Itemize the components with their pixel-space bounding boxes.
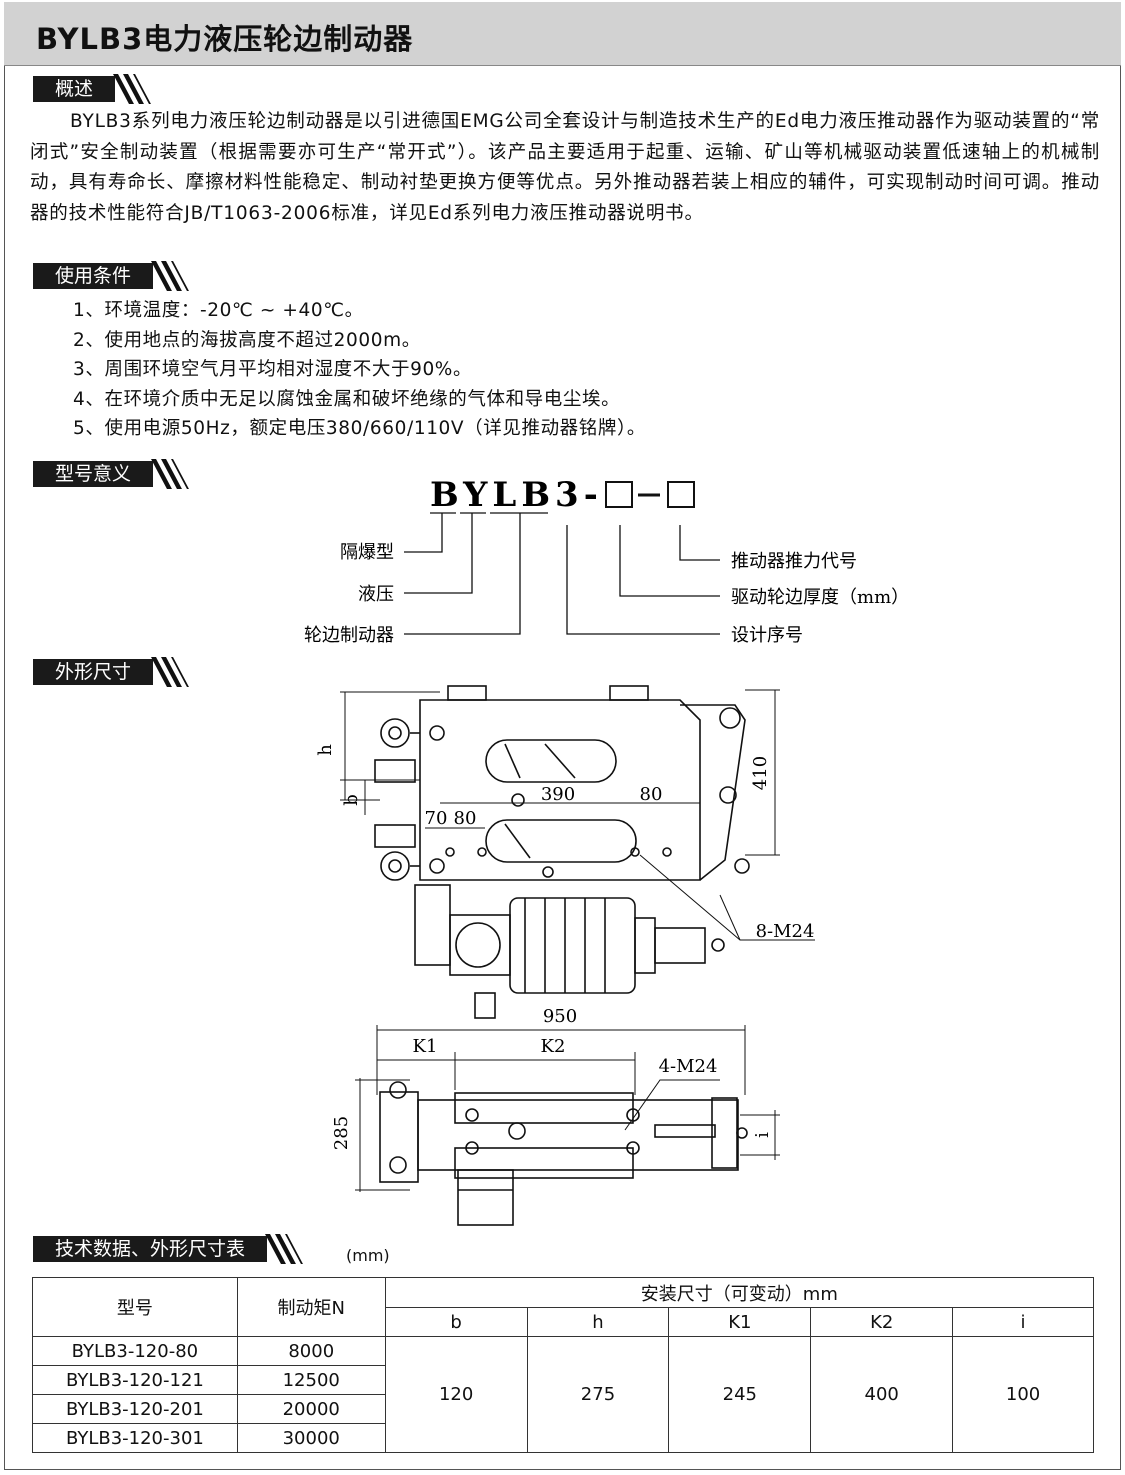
bolt-8-m24: 8-M24 <box>756 921 815 942</box>
section-tag-table: 技术数据、外形尺寸表 <box>33 1234 303 1264</box>
table-row: BYLB3-120-301 30000 <box>32 1423 1094 1453</box>
dim-80-left: 80 <box>454 808 477 829</box>
overview-text: BYLB3系列电力液压轮边制动器是以引进德国EMG公司全套设计与制造技术生产的E… <box>30 111 1100 224</box>
label-wheel-brake: 轮边制动器 <box>304 625 394 646</box>
table-row: BYLB3-120-80 8000 120 275 245 400 100 <box>32 1336 1094 1453</box>
dimension-drawing: h b 390 80 70 80 410 8-M24 950 K1 K2 4-M… <box>315 685 815 1226</box>
label-hydraulic: 液压 <box>358 584 394 605</box>
code-box-1 <box>605 481 633 508</box>
dim-k1: K1 <box>413 1036 438 1057</box>
cell-b: 120 <box>384 1336 528 1453</box>
cell-k1: 245 <box>668 1336 812 1453</box>
header-model: 型号 <box>32 1277 238 1337</box>
section-tag-overview: 概述 <box>33 74 151 104</box>
title-bar: BYLB3电力液压轮边制动器 <box>4 2 1121 66</box>
cell-model: BYLB3-120-201 <box>32 1394 238 1424</box>
slash-decoration <box>265 1234 303 1264</box>
slash-decoration <box>151 657 189 687</box>
spec-table: 型号 制动矩N 安装尺寸（可变动）mm b h K1 K2 i BYLB3-12… <box>32 1277 1095 1453</box>
list-item: 5、使用电源50Hz，额定电压380/660/110V（详见推动器铭牌）。 <box>73 418 646 439</box>
section-tag-dimensions: 外形尺寸 <box>33 657 189 687</box>
dim-950: 950 <box>543 1006 577 1027</box>
cell-model: BYLB3-120-121 <box>32 1365 238 1395</box>
code-box-2 <box>667 481 695 508</box>
model-code-diagram: BYLB3- 隔爆型 液压 轮边制动器 推动器推力代号 驱动轮边厚度（mm） 设… <box>304 475 909 646</box>
brake-top-view <box>379 1081 748 1226</box>
header-i: i <box>952 1307 1094 1337</box>
list-item: 2、使用地点的海拔高度不超过2000m。 <box>73 329 421 351</box>
slash-decoration <box>151 261 189 291</box>
header-k2: K2 <box>810 1307 954 1337</box>
unit-note: (mm) <box>346 1246 390 1265</box>
section-tag-label: 型号意义 <box>33 461 154 487</box>
table-row: BYLB3-120-121 12500 <box>32 1365 1094 1395</box>
list-item: 4、在环境介质中无足以腐蚀金属和破坏绝缘的气体和导电尘埃。 <box>73 388 621 410</box>
brake-front-view <box>374 685 750 1019</box>
dim-h: h <box>315 744 336 756</box>
list-item: 1、环境温度：-20℃ ~ +40℃。 <box>73 300 364 321</box>
header-b: b <box>384 1307 528 1337</box>
section-tag-model: 型号意义 <box>33 459 189 489</box>
front-view-dimension-lines <box>340 689 815 941</box>
label-thrust-code: 推动器推力代号 <box>731 551 857 572</box>
dim-80-top: 80 <box>640 784 663 805</box>
section-tag-label: 技术数据、外形尺寸表 <box>33 1236 268 1262</box>
table-row: BYLB3-120-201 20000 <box>32 1394 1094 1424</box>
dim-i: i <box>752 1132 773 1138</box>
cell-k2: 400 <box>810 1336 954 1453</box>
bolt-4-m24: 4-M24 <box>659 1056 718 1077</box>
page-title: BYLB3电力液压轮边制动器 <box>36 22 414 56</box>
cell-h: 275 <box>526 1336 670 1453</box>
cell-torque: 30000 <box>236 1423 386 1453</box>
cell-model: BYLB3-120-80 <box>32 1336 238 1366</box>
dim-410: 410 <box>750 756 771 790</box>
overview-paragraph: BYLB3系列电力液压轮边制动器是以引进德国EMG公司全套设计与制造技术生产的E… <box>30 107 1100 229</box>
header-h: h <box>526 1307 670 1337</box>
model-code: BYLB3- <box>430 475 603 515</box>
list-item: 3、周围环境空气月平均相对湿度不大于90%。 <box>73 359 473 380</box>
label-wheel-thickness: 驱动轮边厚度（mm） <box>731 587 909 608</box>
cell-model: BYLB3-120-301 <box>32 1423 238 1453</box>
cell-torque: 20000 <box>236 1394 386 1424</box>
dim-390: 390 <box>541 784 575 805</box>
header-k1: K1 <box>668 1307 812 1337</box>
conditions-list: 1、环境温度：-20℃ ~ +40℃。 2、使用地点的海拔高度不超过2000m。… <box>73 296 646 444</box>
section-tag-conditions: 使用条件 <box>33 261 189 291</box>
section-tag-label: 外形尺寸 <box>33 659 154 685</box>
slash-decoration <box>113 74 151 104</box>
label-design-number: 设计序号 <box>731 625 803 646</box>
cell-torque: 12500 <box>236 1365 386 1395</box>
label-explosion-proof: 隔爆型 <box>340 542 394 563</box>
cell-i: 100 <box>952 1336 1094 1453</box>
dim-k2: K2 <box>541 1036 566 1057</box>
dim-70: 70 <box>425 808 448 829</box>
header-install: 安装尺寸（可变动）mm <box>384 1277 1095 1308</box>
model-leader-lines <box>404 512 720 635</box>
dim-285: 285 <box>331 1116 352 1150</box>
section-tag-label: 使用条件 <box>33 263 154 289</box>
section-tag-label: 概述 <box>33 76 116 102</box>
cell-torque: 8000 <box>236 1336 386 1366</box>
header-torque: 制动矩N <box>236 1277 386 1337</box>
top-view-dimension-lines <box>355 1025 780 1192</box>
dim-b: b <box>341 794 362 806</box>
